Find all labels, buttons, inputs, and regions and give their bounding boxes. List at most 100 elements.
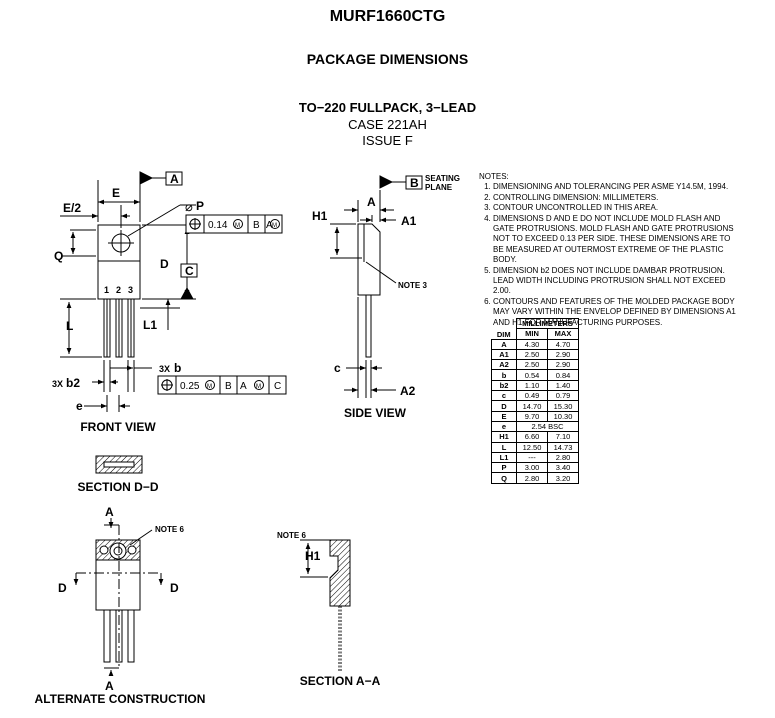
frame2-ref2-mod: M — [256, 384, 261, 390]
section-marker-D-right: D — [170, 581, 179, 595]
max-cell: 2.80 — [547, 451, 579, 464]
max-cell: 10.30 — [547, 410, 579, 422]
notes-list: DIMENSIONING AND TOLERANCING PER ASME Y1… — [479, 182, 741, 328]
min-cell: 2.80 — [516, 472, 548, 484]
part-number-title: MURF1660CTG — [329, 8, 446, 25]
max-cell: 0.79 — [547, 390, 579, 402]
col-min-header: MIN — [516, 328, 548, 340]
front-view-drawing — [60, 171, 196, 412]
section-title: PACKAGE DIMENSIONS — [306, 51, 469, 67]
min-cell: 2.50 — [516, 348, 548, 361]
max-cell: 4.70 — [547, 338, 579, 350]
datum-b-label: B — [410, 176, 419, 190]
min-cell: 12.50 — [516, 441, 548, 453]
min-cell: 6.60 — [516, 431, 548, 443]
min-cell: 4.30 — [516, 338, 548, 350]
dim-label-e: e — [76, 399, 83, 413]
dim-label-A2: A2 — [400, 384, 416, 398]
note-item: DIMENSION b2 DOES NOT INCLUDE DAMBAR PRO… — [493, 266, 741, 297]
dim-cell: L1 — [491, 451, 517, 464]
col-dim-header: DIM — [491, 318, 517, 340]
dim-cell: E — [491, 410, 517, 422]
table-row: L1---2.80 — [491, 451, 579, 464]
note-item: CONTROLLING DIMENSION: MILLIMETERS. — [493, 193, 741, 203]
note-item: DIMENSIONS D AND E DO NOT INCLUDE MOLD F… — [493, 214, 741, 266]
max-cell: 15.30 — [547, 400, 579, 412]
max-cell: 3.40 — [547, 462, 579, 474]
dim-cell: b — [491, 369, 517, 381]
alternate-construction-caption: ALTERNATE CONSTRUCTION — [35, 692, 206, 706]
notes-heading: NOTES: — [479, 172, 509, 181]
dim-label-H1: H1 — [312, 209, 328, 223]
min-cell: 1.10 — [516, 379, 548, 392]
dim-cell: A2 — [491, 359, 517, 371]
min-cell: 2.50 — [516, 359, 548, 371]
min-cell: --- — [516, 451, 548, 464]
max-cell: 1.40 — [547, 379, 579, 392]
pin-3-label: 3 — [128, 285, 133, 295]
section-aa-label-H1: H1 — [305, 549, 321, 563]
section-dd-caption: SECTION D−D — [77, 480, 158, 494]
alternate-construction-drawing — [73, 518, 164, 676]
pin-2-label: 2 — [116, 285, 121, 295]
dim-label-A1: A1 — [401, 214, 417, 228]
frame1-tol: 0.14 — [208, 220, 228, 231]
section-aa-drawing — [300, 539, 351, 672]
x3-b2-label: 3X — [52, 379, 63, 389]
max-cell: 3.20 — [547, 472, 579, 484]
min-cell: 3.00 — [516, 462, 548, 474]
min-cell: 0.54 — [516, 369, 548, 381]
table-group-header: MILLIMETERS — [516, 317, 579, 330]
frame1-mod: M — [235, 223, 240, 229]
max-cell: 0.84 — [547, 369, 579, 381]
datum-a-box — [165, 171, 183, 186]
x3-b-label: 3X — [159, 364, 170, 374]
diameter-symbol-icon: ⌀ — [185, 199, 193, 214]
section-aa-caption: SECTION A−A — [300, 674, 381, 688]
dim-label-L: L — [66, 319, 73, 333]
col-max-header: MAX — [547, 328, 579, 340]
dim-cell: A — [491, 338, 517, 350]
note-item: CONTOUR UNCONTROLLED IN THIS AREA. — [493, 203, 741, 213]
datum-a-label: A — [170, 172, 179, 186]
side-view-drawing — [330, 175, 406, 398]
seating-plane-label-2: PLANE — [425, 183, 453, 192]
dim-label-Q: Q — [54, 249, 63, 263]
span-cell: 2.54 BSC — [516, 420, 579, 433]
section-marker-A-bottom: A — [105, 679, 114, 693]
dim-label-b2: b2 — [66, 376, 80, 390]
section-marker-D-left: D — [58, 581, 67, 595]
note-item: DIMENSIONING AND TOLERANCING PER ASME Y1… — [493, 182, 741, 192]
issue-label: ISSUE F — [362, 133, 413, 148]
notes-block: NOTES: DIMENSIONING AND TOLERANCING PER … — [479, 172, 741, 328]
frame1-ref2-mod: M — [272, 223, 277, 229]
datum-c-box — [180, 263, 198, 278]
dim-label-c: c — [334, 361, 341, 375]
dim-cell: D — [491, 400, 517, 412]
dim-cell: b2 — [491, 379, 517, 392]
dim-label-b: b — [174, 361, 181, 375]
dim-cell: L — [491, 441, 517, 453]
tolerance-frame-1 — [185, 214, 283, 234]
dim-cell: e — [491, 420, 517, 433]
dim-cell: A1 — [491, 348, 517, 361]
dim-label-E-half: E/2 — [63, 201, 81, 215]
max-cell: 2.90 — [547, 359, 579, 371]
dim-cell: H1 — [491, 431, 517, 443]
frame2-ref2: A — [240, 381, 247, 392]
note6-label-section: NOTE 6 — [277, 531, 306, 540]
max-cell: 2.90 — [547, 348, 579, 361]
tolerance-frame-2 — [157, 375, 287, 395]
frame2-ref1: B — [225, 381, 232, 392]
